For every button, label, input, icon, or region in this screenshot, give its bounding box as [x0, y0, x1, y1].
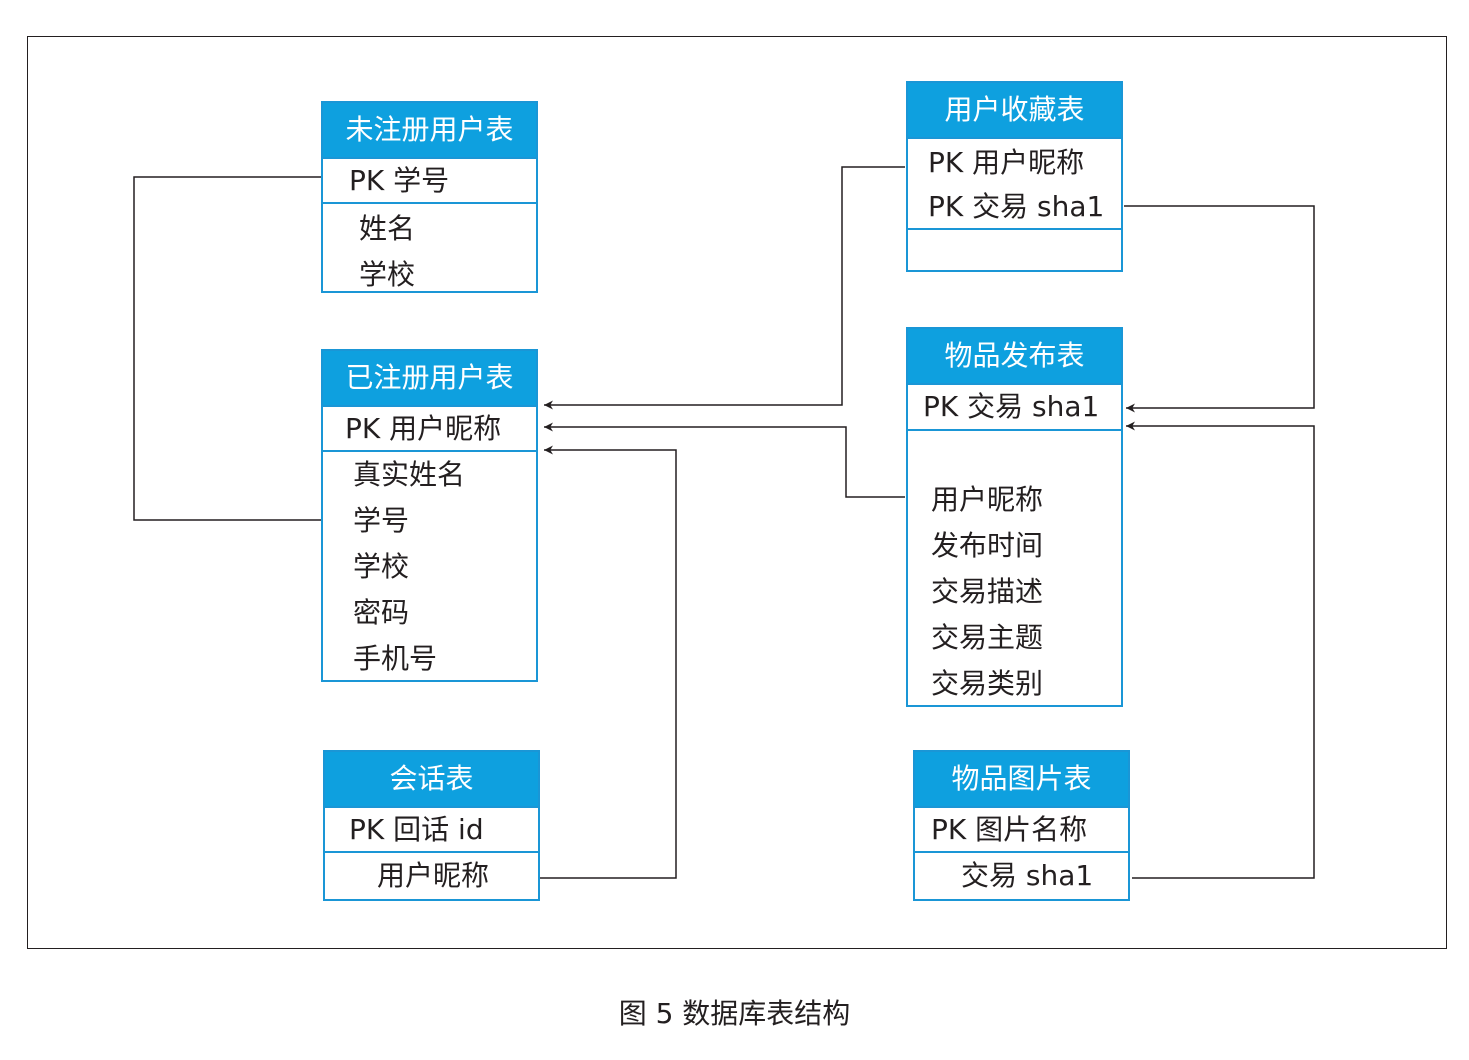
pk-field: PK 用户昵称: [928, 146, 1085, 179]
field-row: 交易主题: [931, 621, 1044, 654]
empty-section: [908, 228, 1121, 270]
field-row: 姓名: [359, 212, 416, 245]
field-row: 交易描述: [931, 575, 1044, 608]
table-registered-users: 已注册用户表 PK 用户昵称 真实姓名 学号 学校 密码 手机号: [321, 349, 538, 682]
table-title: 已注册用户表: [323, 351, 536, 405]
table-title: 物品图片表: [915, 752, 1128, 806]
field-row: 学校: [359, 258, 416, 291]
field-row: 交易类别: [931, 667, 1044, 700]
table-item-publish: 物品发布表 PK 交易 sha1 用户昵称 发布时间 交易描述 交易主题 交易类…: [906, 327, 1123, 707]
field-row: 发布时间: [931, 529, 1044, 562]
link-images-to-publish: [1126, 421, 1315, 879]
table-item-images: 物品图片表 PK 图片名称 交易 sha1: [913, 750, 1130, 901]
link-favorites-to-publish: [1124, 205, 1315, 413]
field-row: 用户昵称: [931, 483, 1044, 516]
table-session: 会话表 PK 回话 id 用户昵称: [323, 750, 540, 901]
link-registered-to-unregistered: [133, 172, 338, 521]
table-title: 用户收藏表: [908, 83, 1121, 137]
pk-field: PK 用户昵称: [345, 412, 502, 445]
pk-field: PK 图片名称: [931, 813, 1088, 846]
link-publish-to-registered: [544, 422, 905, 498]
pk-field: PK 交易 sha1: [923, 390, 1100, 423]
field-row: 交易 sha1: [961, 859, 1094, 892]
figure-caption: 图 5 数据库表结构: [618, 997, 851, 1030]
table-user-favorites: 用户收藏表 PK 用户昵称 PK 交易 sha1: [906, 81, 1123, 272]
table-title: 物品发布表: [908, 329, 1121, 383]
field-row: 密码: [353, 596, 410, 629]
field-row: 真实姓名: [353, 458, 466, 491]
table-title: 会话表: [325, 752, 538, 806]
field-row: 学校: [353, 550, 410, 583]
table-title: 未注册用户表: [323, 103, 536, 157]
table-unregistered-users: 未注册用户表 PK 学号 姓名 学校: [321, 101, 538, 293]
diagram-frame: [27, 36, 1447, 949]
pk-field: PK 回话 id: [349, 813, 484, 846]
pk-field: PK 学号: [349, 164, 450, 197]
field-row: 学号: [353, 504, 410, 537]
pk-field: PK 交易 sha1: [928, 190, 1105, 223]
link-session-to-registered: [532, 445, 677, 879]
field-row: 用户昵称: [377, 859, 490, 892]
field-row: 手机号: [353, 642, 438, 675]
link-favorites-to-registered: [544, 166, 905, 410]
